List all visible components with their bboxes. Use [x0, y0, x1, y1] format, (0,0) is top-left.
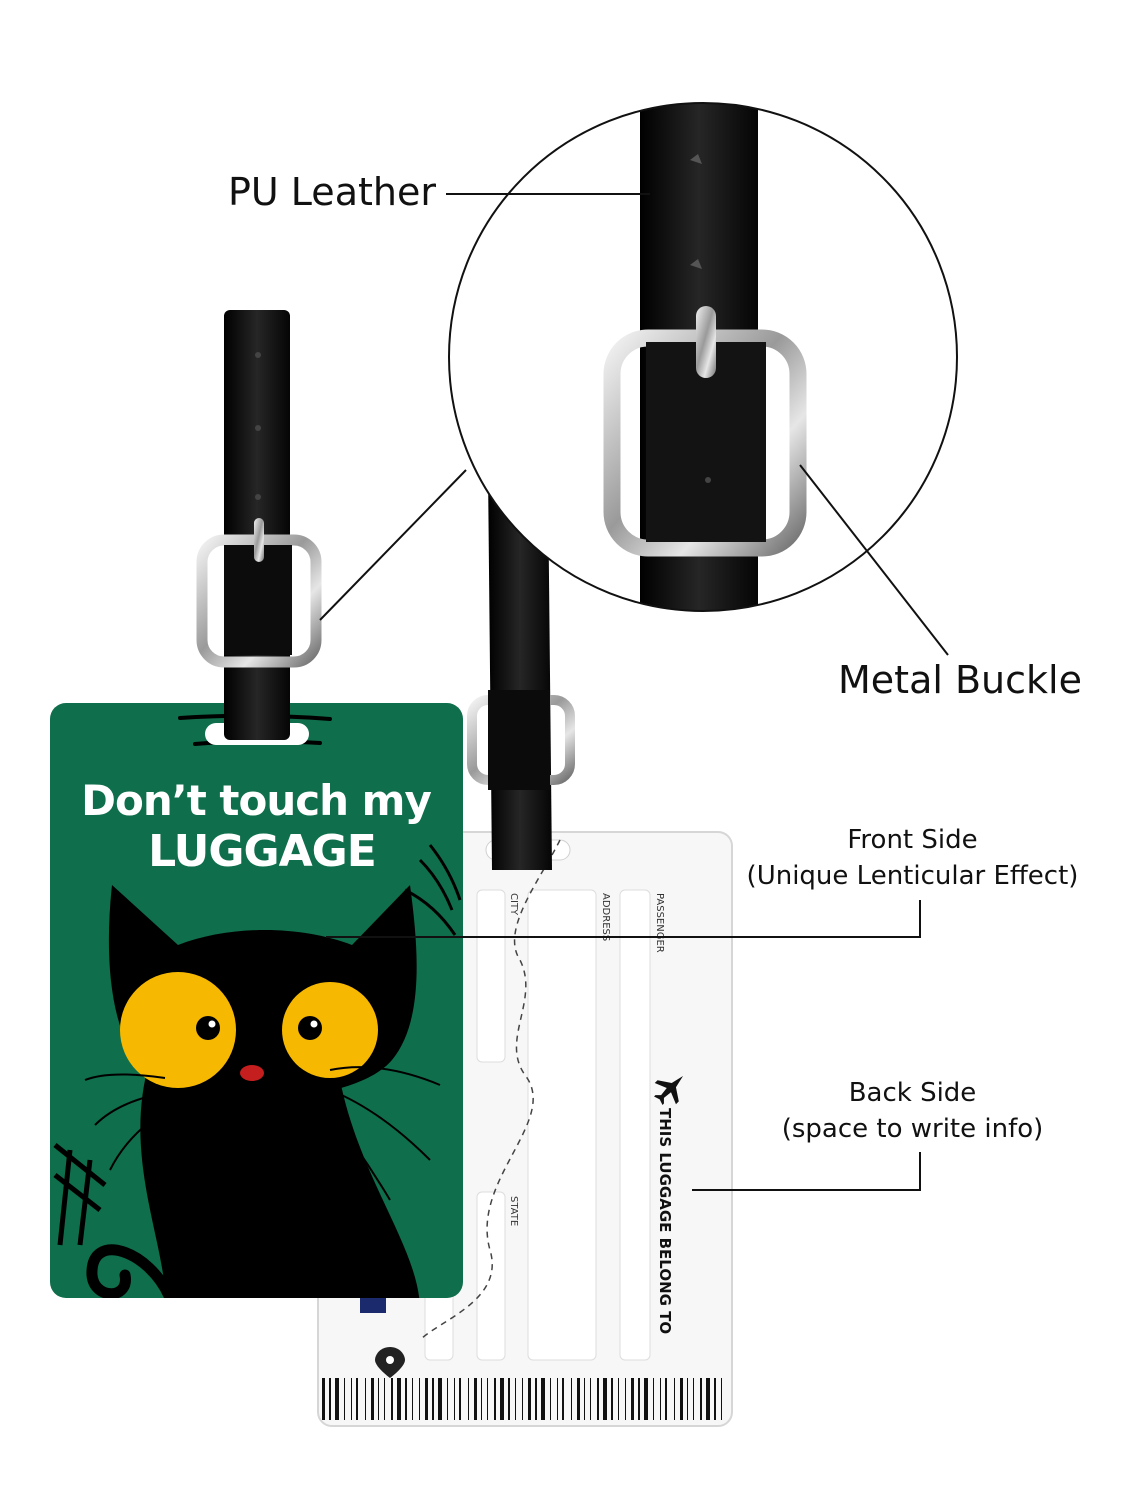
airplane-icon — [654, 1075, 684, 1105]
field-label-passenger: PASSENGER — [654, 893, 665, 953]
field-label-address: ADDRESS — [600, 893, 611, 941]
label-back-side: Back Side (space to write info) — [760, 1075, 1065, 1147]
zoom-metal-buckle — [603, 306, 807, 557]
back-tag-strap — [467, 470, 575, 870]
front-tag — [50, 703, 463, 1298]
zoom-detail-circle — [448, 102, 958, 612]
front-tag-strap — [196, 310, 322, 740]
back-side-title: Back Side — [848, 1078, 977, 1108]
cat-nose — [240, 1065, 264, 1081]
back-side-note: (space to write info) — [781, 1114, 1044, 1144]
front-tag-line1: Don’t touch my — [81, 776, 431, 825]
label-pu-leather: PU Leather — [228, 170, 436, 214]
field-label-city: CITY — [508, 893, 519, 916]
label-front-side: Front Side (Unique Lenticular Effect) — [740, 822, 1085, 894]
field-label-state: STATE — [508, 1196, 519, 1226]
barcode — [322, 1378, 722, 1420]
front-side-title: Front Side — [847, 825, 978, 855]
label-metal-buckle: Metal Buckle — [838, 658, 1082, 702]
front-metal-buckle — [196, 518, 322, 668]
location-pin-icon — [375, 1347, 405, 1378]
cat-whiskers — [84, 1066, 441, 1201]
callout-lines — [319, 193, 949, 1191]
cat-eyes — [120, 972, 378, 1088]
back-tag-fields — [424, 889, 651, 1361]
front-side-note: (Unique Lenticular Effect) — [746, 861, 1079, 891]
back-tag-heading: THIS LUGGAGE BELONG TO — [656, 1108, 674, 1334]
front-tag-line2: LUGGAGE — [148, 826, 376, 877]
